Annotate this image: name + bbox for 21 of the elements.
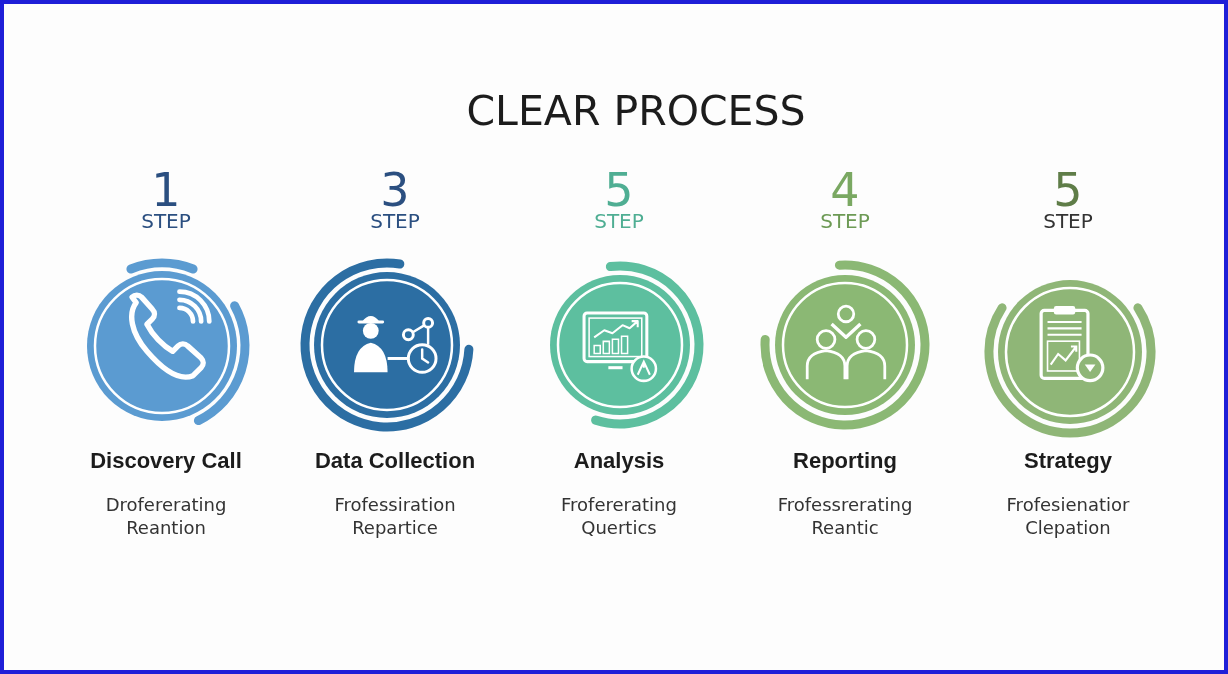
step-label: STEP (141, 210, 191, 231)
step-label: STEP (820, 210, 870, 231)
step-title: Data Collection (314, 450, 476, 472)
step-description: Drofererating Reantion (105, 493, 227, 539)
step-description: Frofesienatior Clepation (1006, 493, 1130, 539)
step-label: STEP (370, 210, 420, 231)
title: CLEAR PROCESS (466, 91, 806, 132)
step-number: 4 (830, 166, 860, 213)
step-title: Analysis (573, 450, 665, 472)
step-title: Strategy (1024, 450, 1112, 472)
step-title: Discovery Call (90, 450, 242, 472)
step-description: Frofererating Quertics (561, 493, 677, 539)
step-description: Frofessrerating Reantic (777, 493, 913, 539)
step-label: STEP (1043, 210, 1093, 231)
step-number: 5 (1053, 166, 1083, 213)
step-number: 3 (380, 166, 410, 213)
step-number: 1 (151, 166, 181, 213)
step-title: Reporting (793, 450, 897, 472)
step-number: 5 (604, 166, 634, 213)
step-label: STEP (594, 210, 644, 231)
step-description: Frofessiration Repartice (334, 493, 456, 539)
